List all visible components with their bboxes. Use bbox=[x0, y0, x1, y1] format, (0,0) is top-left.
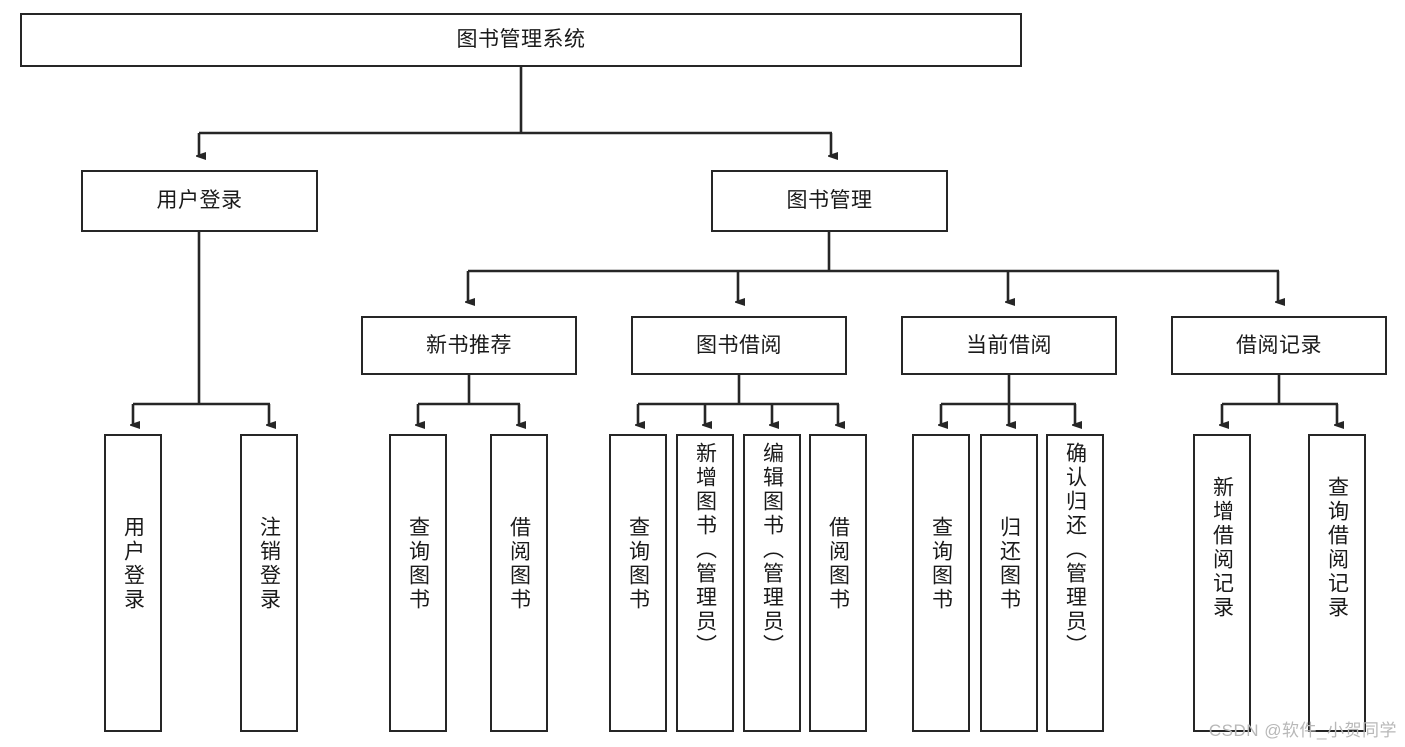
node-book-management[interactable]: 图书管理 bbox=[711, 170, 948, 232]
node-root-label: 图书管理系统 bbox=[456, 28, 586, 52]
leaf-edit-book-label: 编辑图书（管理员） bbox=[760, 442, 784, 658]
node-borrow-record-label: 借阅记录 bbox=[1236, 333, 1322, 357]
node-root[interactable]: 图书管理系统 bbox=[20, 13, 1022, 67]
node-book-management-label: 图书管理 bbox=[786, 189, 873, 213]
leaf-borrow-book-1-label: 借阅图书 bbox=[507, 516, 531, 612]
node-new-book-recommend-label: 新书推荐 bbox=[426, 333, 512, 357]
leaf-query-book-3-label: 查询图书 bbox=[929, 516, 953, 612]
leaf-borrow-book-1[interactable]: 借阅图书 bbox=[490, 434, 548, 732]
node-borrow-record[interactable]: 借阅记录 bbox=[1171, 316, 1387, 375]
leaf-edit-book[interactable]: 编辑图书（管理员） bbox=[743, 434, 801, 732]
leaf-confirm-return-label: 确认归还（管理员） bbox=[1063, 442, 1087, 658]
leaf-add-record-label: 新增借阅记录 bbox=[1210, 476, 1234, 620]
leaf-confirm-return[interactable]: 确认归还（管理员） bbox=[1046, 434, 1104, 732]
leaf-query-book-2-label: 查询图书 bbox=[626, 516, 650, 612]
leaf-return-book[interactable]: 归还图书 bbox=[980, 434, 1038, 732]
leaf-query-book-2[interactable]: 查询图书 bbox=[609, 434, 667, 732]
node-current-borrow[interactable]: 当前借阅 bbox=[901, 316, 1117, 375]
leaf-borrow-book-2-label: 借阅图书 bbox=[826, 516, 850, 612]
leaf-user-login[interactable]: 用户登录 bbox=[104, 434, 162, 732]
node-current-borrow-label: 当前借阅 bbox=[966, 333, 1052, 357]
leaf-query-record[interactable]: 查询借阅记录 bbox=[1308, 434, 1366, 732]
leaf-borrow-book-2[interactable]: 借阅图书 bbox=[809, 434, 867, 732]
leaf-add-book[interactable]: 新增图书（管理员） bbox=[676, 434, 734, 732]
leaf-logout-login[interactable]: 注销登录 bbox=[240, 434, 298, 732]
leaf-return-book-label: 归还图书 bbox=[997, 516, 1021, 612]
leaf-query-book-1-label: 查询图书 bbox=[406, 516, 430, 612]
leaf-logout-login-label: 注销登录 bbox=[257, 516, 281, 612]
leaf-user-login-label: 用户登录 bbox=[121, 516, 145, 612]
node-book-borrow[interactable]: 图书借阅 bbox=[631, 316, 847, 375]
leaf-add-book-label: 新增图书（管理员） bbox=[693, 442, 717, 658]
node-user-login-label: 用户登录 bbox=[156, 189, 243, 213]
node-book-borrow-label: 图书借阅 bbox=[696, 333, 782, 357]
leaf-query-record-label: 查询借阅记录 bbox=[1325, 476, 1349, 620]
leaf-query-book-3[interactable]: 查询图书 bbox=[912, 434, 970, 732]
watermark: CSDN @软件_小贺同学 bbox=[1208, 721, 1397, 740]
leaf-add-record[interactable]: 新增借阅记录 bbox=[1193, 434, 1251, 732]
node-new-book-recommend[interactable]: 新书推荐 bbox=[361, 316, 577, 375]
leaf-query-book-1[interactable]: 查询图书 bbox=[389, 434, 447, 732]
node-user-login[interactable]: 用户登录 bbox=[81, 170, 318, 232]
